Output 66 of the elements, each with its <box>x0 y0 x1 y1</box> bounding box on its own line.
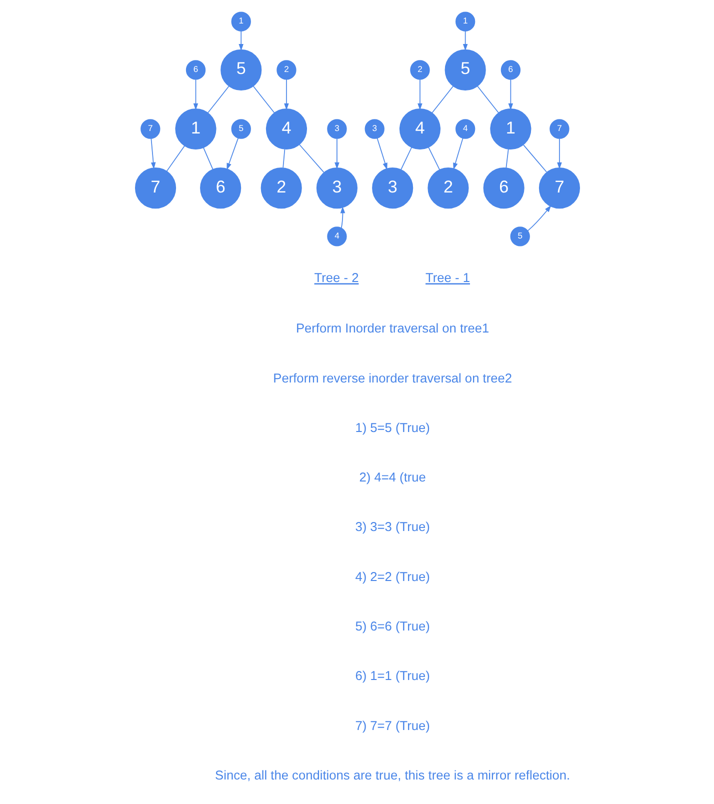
connector <box>522 144 546 172</box>
node-circle: 1 <box>174 108 216 150</box>
label: 6) 1=1 (True) <box>354 668 430 684</box>
label: 5) 6=6 (True) <box>354 618 430 634</box>
arrow <box>556 138 562 170</box>
node-circle: 7 <box>134 168 176 209</box>
node-circle: 6 <box>500 60 520 80</box>
node-circle: 4 <box>265 108 306 150</box>
arrow <box>376 138 387 170</box>
node-circle: 2 <box>276 60 296 80</box>
node-circle: 7 <box>549 119 569 139</box>
arrow <box>334 138 339 170</box>
arrow <box>508 79 513 110</box>
node-circle: 4 <box>454 119 475 139</box>
arrow <box>226 138 238 170</box>
node-circle: 3 <box>316 168 357 209</box>
node-circle: 2 <box>427 168 468 209</box>
node-circle: 5 <box>230 119 250 139</box>
node-circle: 1 <box>490 108 531 150</box>
connector <box>282 148 285 168</box>
arrow <box>284 79 288 110</box>
node-circle: 1 <box>230 12 250 32</box>
label: Tree - 1 <box>425 270 470 286</box>
node-circle: 5 <box>220 49 262 90</box>
arrow <box>192 79 198 110</box>
node-circle: 3 <box>364 119 384 139</box>
connector <box>252 86 274 114</box>
arrow <box>238 30 244 51</box>
connector <box>476 86 498 114</box>
connector <box>166 145 184 172</box>
arrow <box>462 30 468 51</box>
node-circle: 1 <box>454 12 475 32</box>
node-circle: 3 <box>326 119 346 139</box>
label: Perform reverse inorder traversal on tree2 <box>272 370 512 386</box>
arrow <box>417 79 422 110</box>
arrow <box>452 138 463 170</box>
node-circle: 5 <box>444 49 486 90</box>
arrow <box>526 205 551 232</box>
connector <box>431 86 454 114</box>
label: Perform Inorder traversal on tree1 <box>295 320 489 336</box>
node-circle: 3 <box>372 168 413 209</box>
node-circle: 6 <box>482 168 524 209</box>
connector <box>400 146 412 170</box>
connector <box>207 86 229 114</box>
node-circle: 4 <box>326 226 346 246</box>
connector <box>298 144 324 173</box>
label: Since, all the conditions are true, this tree is a mirror reflection. <box>214 767 570 782</box>
arrow <box>340 206 345 228</box>
node-circle: 7 <box>140 119 160 139</box>
label: 3) 3=3 (True) <box>354 519 430 534</box>
node-circle: 5 <box>510 226 530 246</box>
connector <box>505 148 508 168</box>
connector <box>202 147 213 170</box>
label: 7) 7=7 (True) <box>354 718 430 733</box>
label: Tree - 2 <box>314 270 358 286</box>
node-circle: 7 <box>538 168 580 209</box>
node-circle: 6 <box>200 168 241 209</box>
label: 4) 2=2 (True) <box>354 568 430 584</box>
label: 1) 5=5 (True) <box>354 420 430 435</box>
arrow <box>150 138 156 170</box>
connector <box>428 146 440 170</box>
node-circle: 4 <box>398 108 440 150</box>
label: 2) 4=4 (true <box>358 470 426 485</box>
node-circle: 6 <box>185 60 206 80</box>
node-circle: 2 <box>410 60 430 80</box>
node-circle: 2 <box>260 168 302 209</box>
